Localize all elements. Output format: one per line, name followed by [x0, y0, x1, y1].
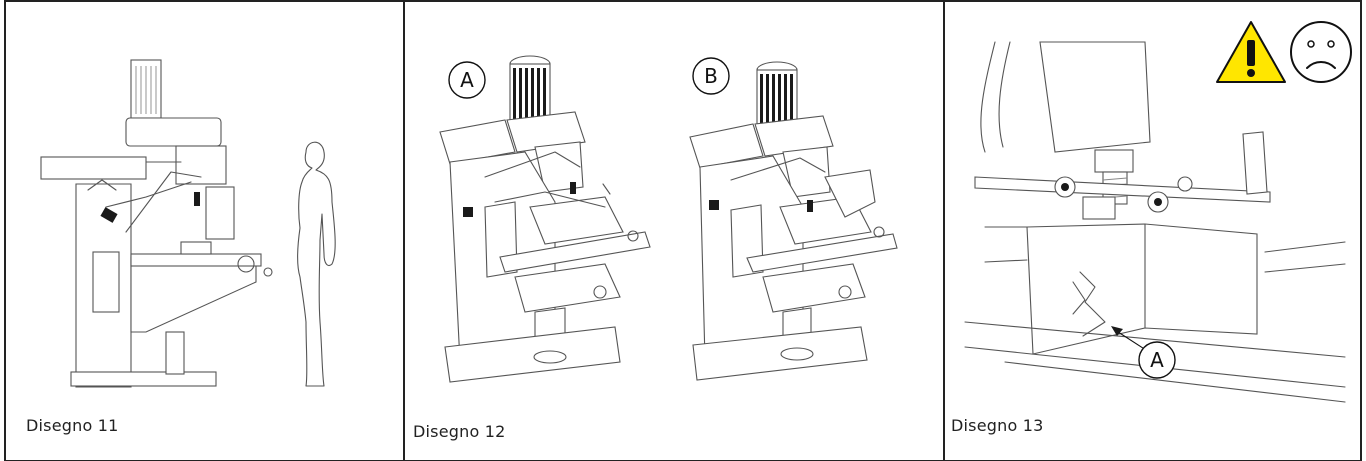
caption-disegno-12: Disegno 12	[413, 422, 506, 441]
machine-a-drawing	[439, 55, 651, 383]
panel-disegno-11: Disegno 11	[4, 0, 403, 461]
callout-circle-b	[692, 57, 730, 95]
panel-disegno-13: A Disegno 13	[943, 0, 1362, 461]
callout-label-b: B	[704, 64, 718, 88]
callout-circle-a	[1138, 341, 1176, 379]
callout-label-a: A	[1150, 348, 1164, 372]
milling-machines-isometric-drawing: A B	[439, 55, 898, 383]
callout-circle-a	[448, 61, 486, 99]
panel-disegno-12: A B Disegno 12	[403, 0, 943, 461]
milling-machine-side-view-drawing	[40, 59, 336, 388]
sad-face-icon	[1290, 21, 1352, 83]
caption-disegno-13: Disegno 13	[951, 416, 1044, 435]
machine-b-drawing	[689, 61, 898, 381]
callout-label-a: A	[460, 68, 474, 92]
broken-guard-closeup-drawing: A	[964, 21, 1352, 403]
warning-triangle-icon	[1216, 21, 1286, 83]
caption-disegno-11: Disegno 11	[26, 416, 119, 435]
